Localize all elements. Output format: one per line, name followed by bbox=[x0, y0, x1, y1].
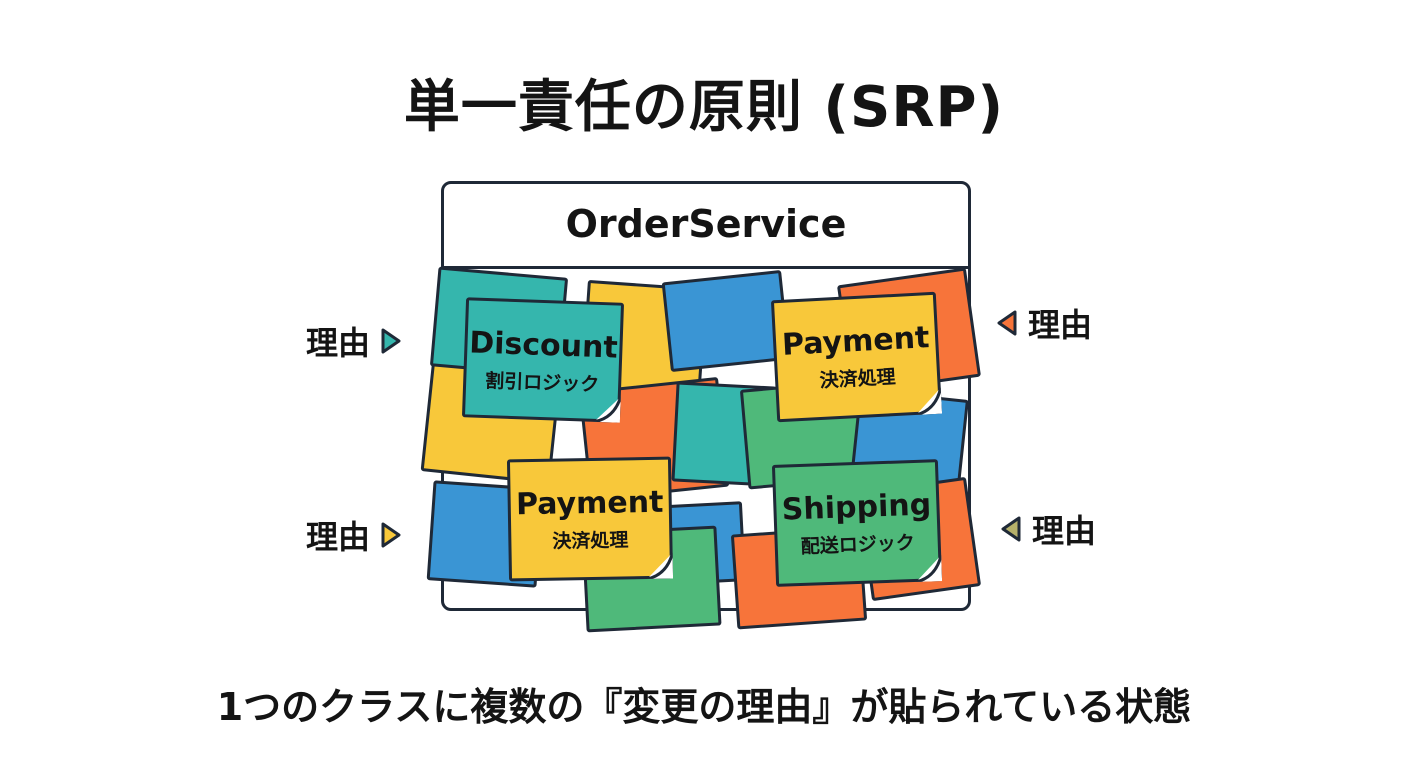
page-curl-icon bbox=[593, 396, 621, 423]
note-title: Discount bbox=[468, 325, 619, 366]
arrow-right-icon bbox=[381, 522, 401, 548]
note-title: Payment bbox=[781, 320, 931, 363]
class-name: OrderService bbox=[565, 202, 847, 246]
reason-text: 理由 bbox=[1032, 512, 1097, 550]
note-payment-top: Payment 決済処理 bbox=[770, 291, 943, 423]
arrow-left-icon bbox=[1001, 516, 1021, 542]
reason-text: 理由 bbox=[306, 518, 371, 556]
page-curl-icon bbox=[646, 552, 674, 580]
page-curl-icon bbox=[915, 387, 943, 415]
arrow-left-icon bbox=[997, 310, 1017, 336]
reason-text: 理由 bbox=[1028, 306, 1093, 344]
class-box: OrderService Discount 割引ロジック Payment 決済処… bbox=[420, 181, 982, 633]
class-header: OrderService bbox=[444, 184, 968, 269]
diagram-title: 単一責任の原則 (SRP) bbox=[403, 75, 1005, 140]
reason-text: 理由 bbox=[306, 324, 371, 362]
note-title: Shipping bbox=[781, 487, 932, 528]
reason-label-bottom-right: 理由 bbox=[1000, 506, 1096, 552]
reason-label-top-right: 理由 bbox=[996, 300, 1092, 346]
note-discount: Discount 割引ロジック bbox=[461, 297, 625, 423]
reason-label-top-left: 理由 bbox=[306, 318, 402, 364]
note-shipping: Shipping 配送ロジック bbox=[771, 459, 943, 587]
note-subtitle: 割引ロジック bbox=[484, 370, 600, 396]
note-payment-bottom: Payment 決済処理 bbox=[506, 456, 674, 582]
page-curl-icon bbox=[915, 555, 943, 582]
note-subtitle: 決済処理 bbox=[819, 365, 897, 392]
note-subtitle: 決済処理 bbox=[552, 529, 629, 553]
note-title: Payment bbox=[515, 484, 664, 523]
note-subtitle: 配送ロジック bbox=[800, 532, 916, 558]
diagram-caption: 1つのクラスに複数の『変更の理由』が貼られている状態 bbox=[216, 685, 1192, 729]
reason-label-bottom-left: 理由 bbox=[306, 512, 402, 558]
arrow-right-icon bbox=[381, 328, 401, 354]
